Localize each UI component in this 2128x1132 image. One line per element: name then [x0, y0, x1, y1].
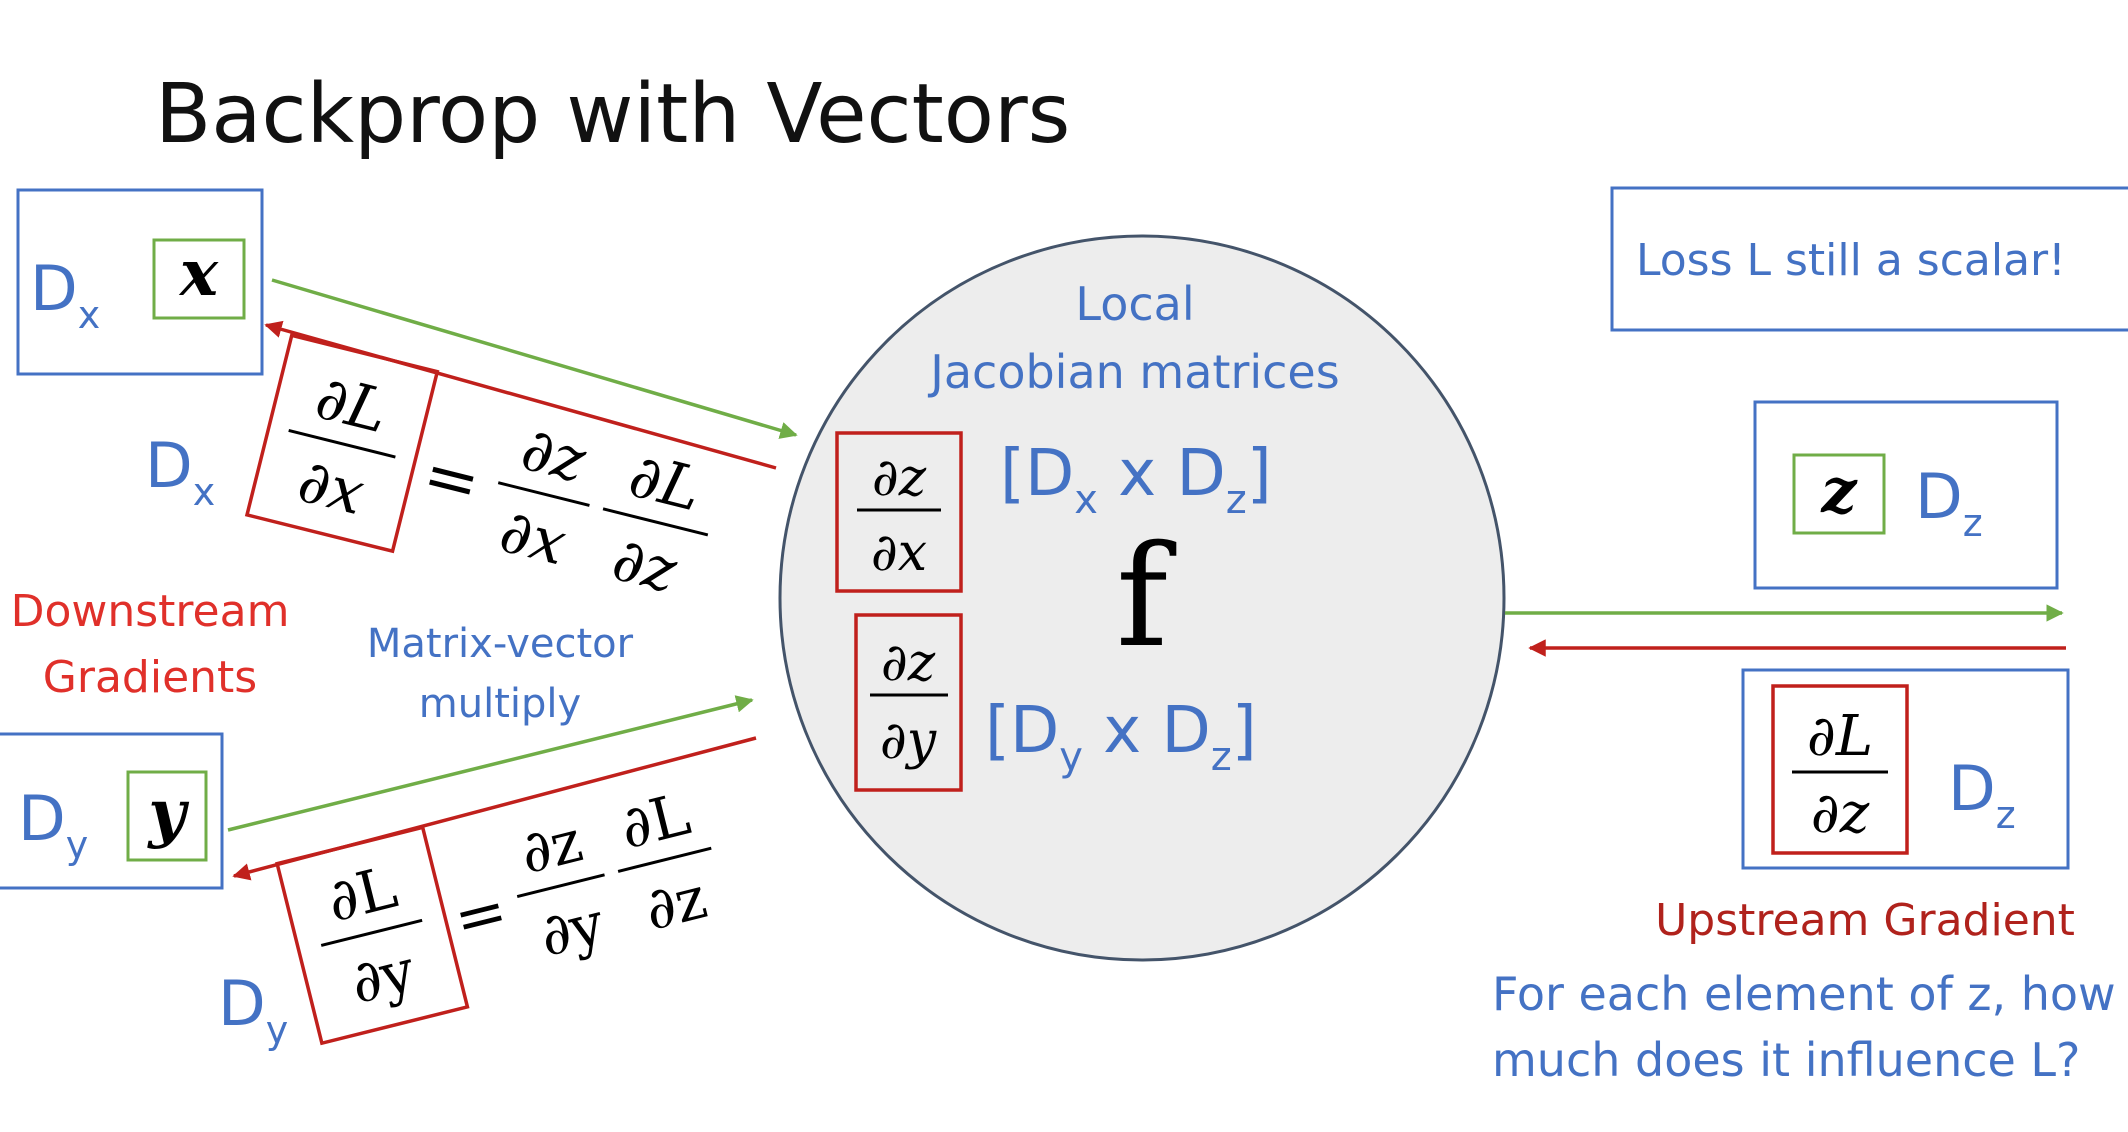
jac-y-mid: x D	[1083, 694, 1211, 768]
fraction-bar	[497, 481, 590, 507]
output-z-var: z	[1820, 454, 1858, 527]
grad-y-sub: y	[266, 1008, 289, 1052]
upstream-num: ∂L	[1807, 704, 1873, 769]
fraction-bar	[320, 918, 423, 947]
input-x-var: x	[178, 236, 219, 311]
input-x-vector-box	[152, 238, 246, 320]
eq-y-equals: =	[446, 873, 514, 956]
input-y-D: D	[18, 782, 66, 855]
upstream-D: D	[1948, 752, 1996, 825]
upstream-dim: Dz	[1948, 752, 2016, 837]
jacobian-dz-dy-box	[854, 613, 963, 792]
output-z-box: z Dz	[1753, 400, 2059, 590]
input-x-D: D	[30, 252, 78, 325]
fraction-bar	[288, 428, 396, 459]
jac-x-mid: x D	[1098, 437, 1226, 511]
output-z-dim: Dz	[1915, 460, 1983, 545]
fraction-bar	[516, 873, 605, 899]
node-header-line1: Local	[1075, 277, 1194, 331]
upstream-label: Upstream Gradient	[1655, 895, 2075, 946]
downstream-line2: Gradients	[43, 652, 257, 703]
jac-x-numerator: ∂z	[872, 448, 927, 508]
jac-x-sub1: x	[1074, 477, 1098, 523]
upstream-den: ∂z	[1811, 781, 1870, 846]
grad-y-D: D	[218, 967, 266, 1040]
forward-arrow-x	[271, 278, 798, 439]
downstream-line1: Downstream	[11, 586, 290, 637]
jacobian-dz-dy: ∂z ∂y	[854, 613, 963, 792]
grad-x-dim: Dx	[145, 429, 215, 514]
input-y-frame	[0, 732, 224, 890]
jacobian-x-dims: [Dx x Dz]	[1000, 437, 1272, 523]
jacobian-y-dims: [Dy x Dz]	[985, 694, 1257, 780]
eq-x-lhs-den: ∂x	[291, 446, 371, 530]
question-line1: For each element of z, how	[1492, 967, 2116, 1021]
eq-x-lhs-num: ∂L	[309, 362, 395, 447]
input-x-frame	[16, 188, 264, 376]
grad-x-D: D	[145, 429, 193, 502]
jac-y-sub1: y	[1059, 734, 1083, 780]
jacobian-dz-dx: ∂z ∂x	[835, 431, 963, 593]
input-x-box: Dx x	[16, 188, 264, 376]
input-y-dim: Dy	[18, 782, 88, 867]
fraction-bar	[617, 846, 712, 873]
jac-y-dims-a: [D	[985, 694, 1059, 768]
output-z-vector-box	[1792, 453, 1886, 535]
eq-y-r2-num: ∂L	[614, 780, 697, 863]
upstream-frame	[1741, 668, 2070, 870]
eq-x-r2-num: ∂L	[622, 441, 708, 526]
page-title: Backprop with Vectors	[155, 67, 1070, 162]
eq-y-lhs-box	[275, 825, 470, 1046]
eq-x-r1-den: ∂x	[493, 496, 573, 580]
jac-y-end: ]	[1232, 694, 1257, 768]
eq-y-lhs-num: ∂L	[321, 853, 404, 936]
eq-y-r1-num: ∂z	[514, 807, 589, 888]
jac-x-denominator: ∂x	[871, 523, 927, 583]
input-x-dim: Dx	[30, 252, 100, 337]
input-y-vector-box	[126, 770, 208, 862]
equation-dL-dx: ∂L ∂x = ∂z ∂x ∂L ∂z	[244, 333, 709, 607]
output-z-frame	[1753, 400, 2059, 590]
forward-arrow-y	[227, 695, 754, 832]
jac-y-sub2: z	[1211, 734, 1232, 780]
loss-note: Loss L still a scalar!	[1636, 235, 2066, 286]
fraction-bar	[602, 507, 709, 537]
jacobian-dz-dx-box	[835, 431, 963, 593]
upstream-gradient-box: ∂L ∂z Dz	[1741, 668, 2070, 870]
matvec-line2: multiply	[419, 681, 581, 727]
function-label: f	[1116, 516, 1177, 679]
eq-x-equals: =	[416, 435, 488, 523]
input-y-box: Dy y	[0, 732, 224, 890]
matvec-line1: Matrix-vector	[367, 621, 634, 667]
grad-x-sub: x	[193, 470, 216, 514]
output-z-D: D	[1915, 460, 1963, 533]
eq-x-r1-num: ∂z	[515, 414, 593, 497]
jac-y-numerator: ∂z	[881, 633, 936, 693]
input-x-sub: x	[78, 293, 101, 337]
jac-x-end: ]	[1247, 437, 1272, 511]
input-y-sub: y	[66, 823, 89, 867]
loss-note-box	[1610, 186, 2128, 332]
jac-x-dims-a: [D	[1000, 437, 1074, 511]
grad-y-dim: Dy	[218, 967, 288, 1052]
upstream-dL-dz-box	[1771, 684, 1909, 855]
eq-y-r2-den: ∂z	[638, 863, 713, 944]
eq-y-r1-den: ∂y	[533, 889, 611, 970]
jac-x-sub2: z	[1226, 477, 1247, 523]
eq-y-lhs-den: ∂y	[344, 936, 422, 1017]
node-header-line2: Jacobian matrices	[927, 345, 1339, 399]
upstream-sub: z	[1996, 793, 2016, 837]
output-z-sub: z	[1963, 501, 1983, 545]
jac-y-denominator: ∂y	[880, 711, 937, 771]
eq-x-r2-den: ∂z	[606, 524, 684, 607]
question-line2: much does it influence L?	[1492, 1033, 2080, 1087]
input-y-var: y	[146, 776, 189, 851]
eq-x-lhs-box	[244, 333, 440, 554]
